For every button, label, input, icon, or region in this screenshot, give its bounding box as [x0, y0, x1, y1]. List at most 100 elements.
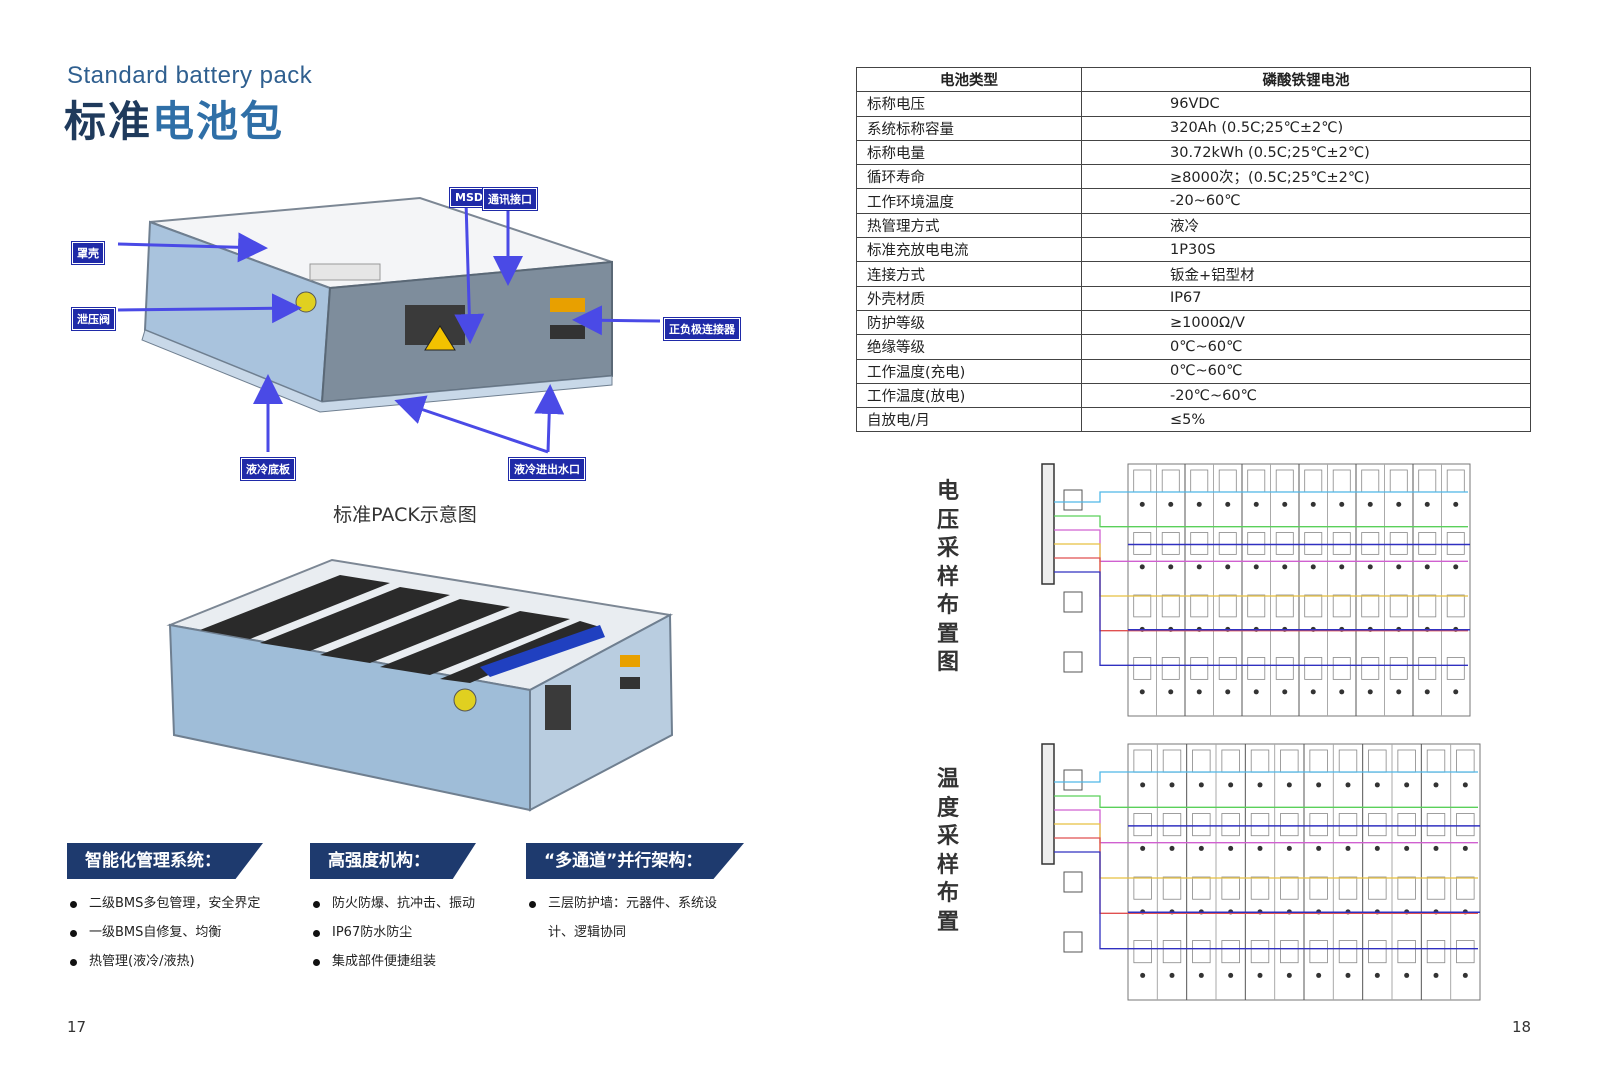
- page-number-right: 18: [1512, 1018, 1532, 1036]
- cell-terminal: [1418, 657, 1437, 680]
- feature-item: 一级BMS自修复、均衡: [67, 918, 277, 947]
- terminal-dot: [1225, 501, 1231, 507]
- terminal-dot: [1339, 501, 1345, 507]
- harness-wire: [1054, 543, 1468, 597]
- cell-terminal: [1304, 469, 1323, 493]
- harness-connector: [1063, 591, 1083, 613]
- cell-terminal: [1280, 813, 1299, 837]
- cell-terminal: [1418, 594, 1437, 618]
- connector-negative: [550, 325, 585, 339]
- valve-icon-2: [453, 688, 477, 712]
- spec-key: 工作环境温度: [856, 188, 1082, 214]
- terminal-dot: [1424, 689, 1430, 695]
- cell-terminal: [1192, 749, 1211, 773]
- callout-relief-valve: 泄压阀: [71, 307, 116, 331]
- spec-value: -20℃~60℃: [1081, 382, 1531, 409]
- terminal-dot: [1316, 845, 1322, 851]
- spec-key: 标称电量: [856, 139, 1082, 166]
- table-header-cell: 电池类型: [856, 66, 1082, 93]
- terminal-dot: [1339, 689, 1345, 695]
- valve-icon: [295, 291, 317, 313]
- terminal-dot: [1228, 782, 1234, 788]
- cell-terminal: [1218, 657, 1237, 680]
- cell-terminal: [1133, 876, 1152, 900]
- terminal-dot: [1367, 564, 1373, 570]
- cell-terminal: [1426, 749, 1446, 773]
- harness-wire: [1054, 515, 1468, 528]
- cell-terminal: [1247, 594, 1266, 618]
- cell-terminal: [1161, 469, 1180, 493]
- feature-block-2: 高强度机构： 防火防爆、抗冲击、振动 IP67防水防尘 集成部件便捷组装: [310, 843, 476, 976]
- terminal-dot: [1257, 845, 1263, 851]
- cell-terminal: [1397, 813, 1416, 837]
- spec-key: 绝缘等级: [856, 334, 1082, 360]
- cell-terminal: [1309, 813, 1328, 837]
- cell-terminal: [1275, 532, 1294, 555]
- harness-connector: [1063, 931, 1083, 953]
- cell-terminal: [1456, 749, 1475, 773]
- cell-terminal: [1218, 532, 1237, 555]
- terminal-dot: [1168, 564, 1174, 570]
- feature-item: 集成部件便捷组装: [310, 947, 510, 976]
- terminal-dot: [1198, 845, 1204, 851]
- spec-value: -20~60℃: [1081, 188, 1531, 214]
- cell-terminal: [1389, 657, 1408, 680]
- terminal-dot: [1424, 564, 1430, 570]
- cell-terminal: [1161, 657, 1180, 680]
- spec-key: 标准充放电电流: [856, 237, 1082, 263]
- terminal-dot: [1140, 845, 1146, 851]
- cell-terminal: [1133, 532, 1152, 555]
- title-cn-part-1: 标准: [64, 97, 153, 146]
- terminal-dot: [1433, 845, 1439, 851]
- table-row: 工作温度(放电)-20℃~60℃: [856, 382, 1531, 409]
- terminal-dot: [1345, 972, 1351, 978]
- arrow-msd: [454, 201, 485, 344]
- terminal-dot: [1310, 501, 1316, 507]
- spec-value: 1P30S: [1081, 237, 1531, 263]
- terminal-dot: [1310, 689, 1316, 695]
- terminal-dot: [1139, 564, 1145, 570]
- cell-terminal: [1368, 813, 1387, 837]
- cell-terminal: [1250, 876, 1270, 900]
- terminal-dot: [1433, 782, 1439, 788]
- arrow-relief-valve: [117, 293, 302, 324]
- table-row: 工作环境温度-20~60℃: [856, 188, 1531, 214]
- terminal-dot: [1169, 782, 1175, 788]
- cell-terminal: [1368, 749, 1387, 773]
- cell-terminal: [1190, 532, 1209, 555]
- terminal-dot: [1253, 564, 1259, 570]
- cell-terminal: [1446, 594, 1465, 618]
- table-row: 连接方式钣金+铝型材: [856, 261, 1531, 287]
- cell-terminal: [1275, 469, 1294, 493]
- cell-terminal: [1361, 657, 1380, 680]
- terminal-dot: [1225, 564, 1231, 570]
- cover-label: [309, 263, 381, 281]
- terminal-dot: [1139, 689, 1145, 695]
- connector-positive: [550, 298, 585, 312]
- terminal-dot: [1228, 972, 1234, 978]
- bms-board: [1041, 743, 1055, 865]
- terminal-dot: [1374, 782, 1380, 788]
- spec-value: ≤5%: [1081, 407, 1531, 433]
- cell-terminal: [1309, 749, 1328, 773]
- cell-terminal: [1133, 657, 1152, 680]
- terminal-dot: [1396, 689, 1402, 695]
- cell-terminal: [1338, 749, 1358, 773]
- table-header-row: 电池类型 磷酸铁锂电池: [856, 66, 1531, 93]
- cell-terminal: [1161, 594, 1180, 618]
- feature-block-3: “多通道”并行架构： 三层防护墙：元器件、系统设计、逻辑协同: [526, 843, 744, 947]
- harness-wire: [1054, 837, 1478, 914]
- table-row: 热管理方式液冷: [856, 212, 1531, 239]
- cell-terminal: [1338, 940, 1358, 964]
- harness-connector: [1063, 651, 1083, 673]
- terminal-dot: [1168, 501, 1174, 507]
- title-cn: 标准电池包: [64, 88, 284, 149]
- cell-terminal: [1426, 940, 1446, 964]
- cell-terminal: [1446, 532, 1465, 555]
- harness-wire: [1054, 557, 1468, 632]
- terminal-dot: [1345, 782, 1351, 788]
- terminal-dot: [1367, 501, 1373, 507]
- cell-terminal: [1192, 876, 1211, 900]
